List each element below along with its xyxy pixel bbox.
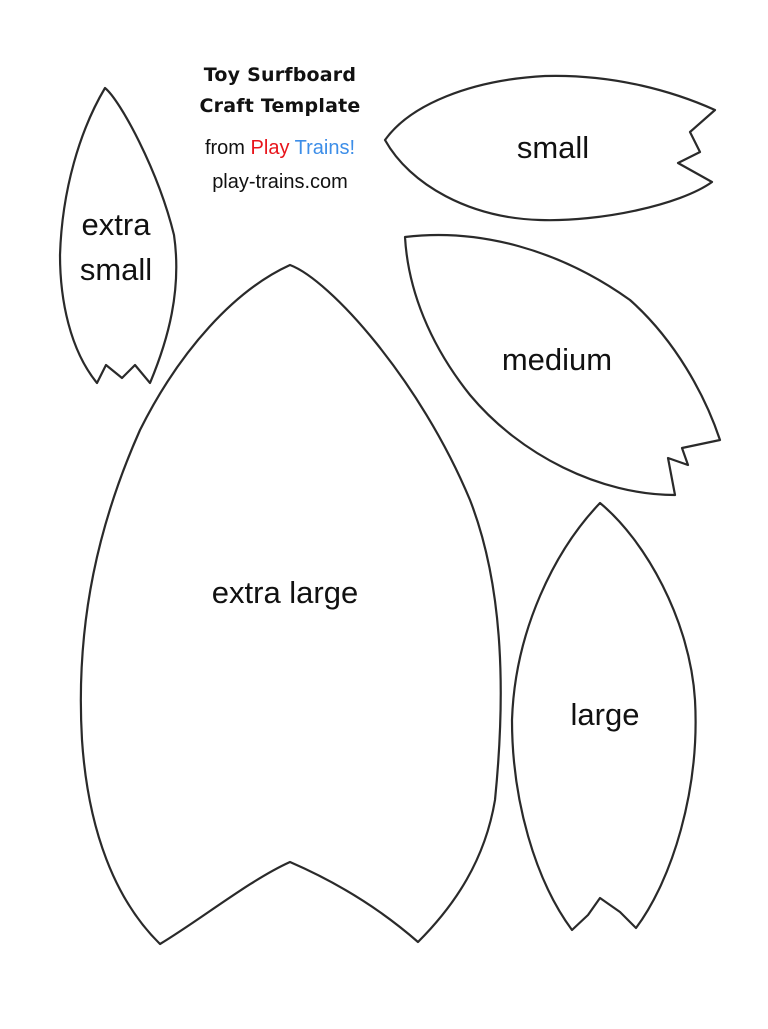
large-label: large: [571, 697, 640, 732]
medium-board: medium: [403, 233, 722, 497]
brand-play: Play: [250, 137, 290, 159]
extra-small-label-line2: small: [80, 252, 152, 287]
extra-large-board-outline: [79, 263, 502, 946]
from-text: from: [204, 137, 245, 159]
small-label: small: [517, 130, 589, 165]
extra-small-board-outline: [58, 86, 178, 385]
medium-board-outline: [403, 233, 722, 497]
large-board: large: [510, 501, 697, 932]
extra-large-label: extra large: [212, 575, 358, 610]
small-board: small: [383, 74, 717, 222]
brand-trains: Trains!: [294, 137, 356, 159]
medium-label: medium: [502, 342, 612, 377]
template-title-line2: Craft Template: [199, 95, 361, 117]
small-board-outline: [383, 74, 717, 222]
large-board-outline: [510, 501, 697, 932]
extra-small-label-line1: extra: [82, 207, 152, 242]
website-text: play-trains.com: [212, 171, 348, 193]
template-title-line1: Toy Surfboard: [203, 64, 357, 86]
credit-line: from Play Trains!: [165, 137, 395, 160]
extra-small-board: extra small: [58, 86, 178, 385]
extra-large-board: extra large: [79, 263, 502, 946]
